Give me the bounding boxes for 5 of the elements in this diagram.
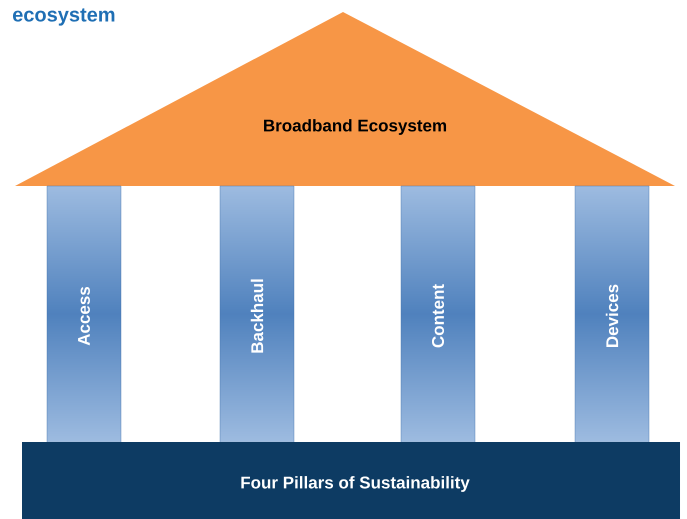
pillar: Access: [46, 186, 122, 442]
base-block: Four Pillars of Sustainability: [22, 442, 680, 519]
pillar: Devices: [574, 186, 650, 442]
pillar: Backhaul: [220, 186, 294, 442]
pillar: Content: [400, 186, 476, 442]
